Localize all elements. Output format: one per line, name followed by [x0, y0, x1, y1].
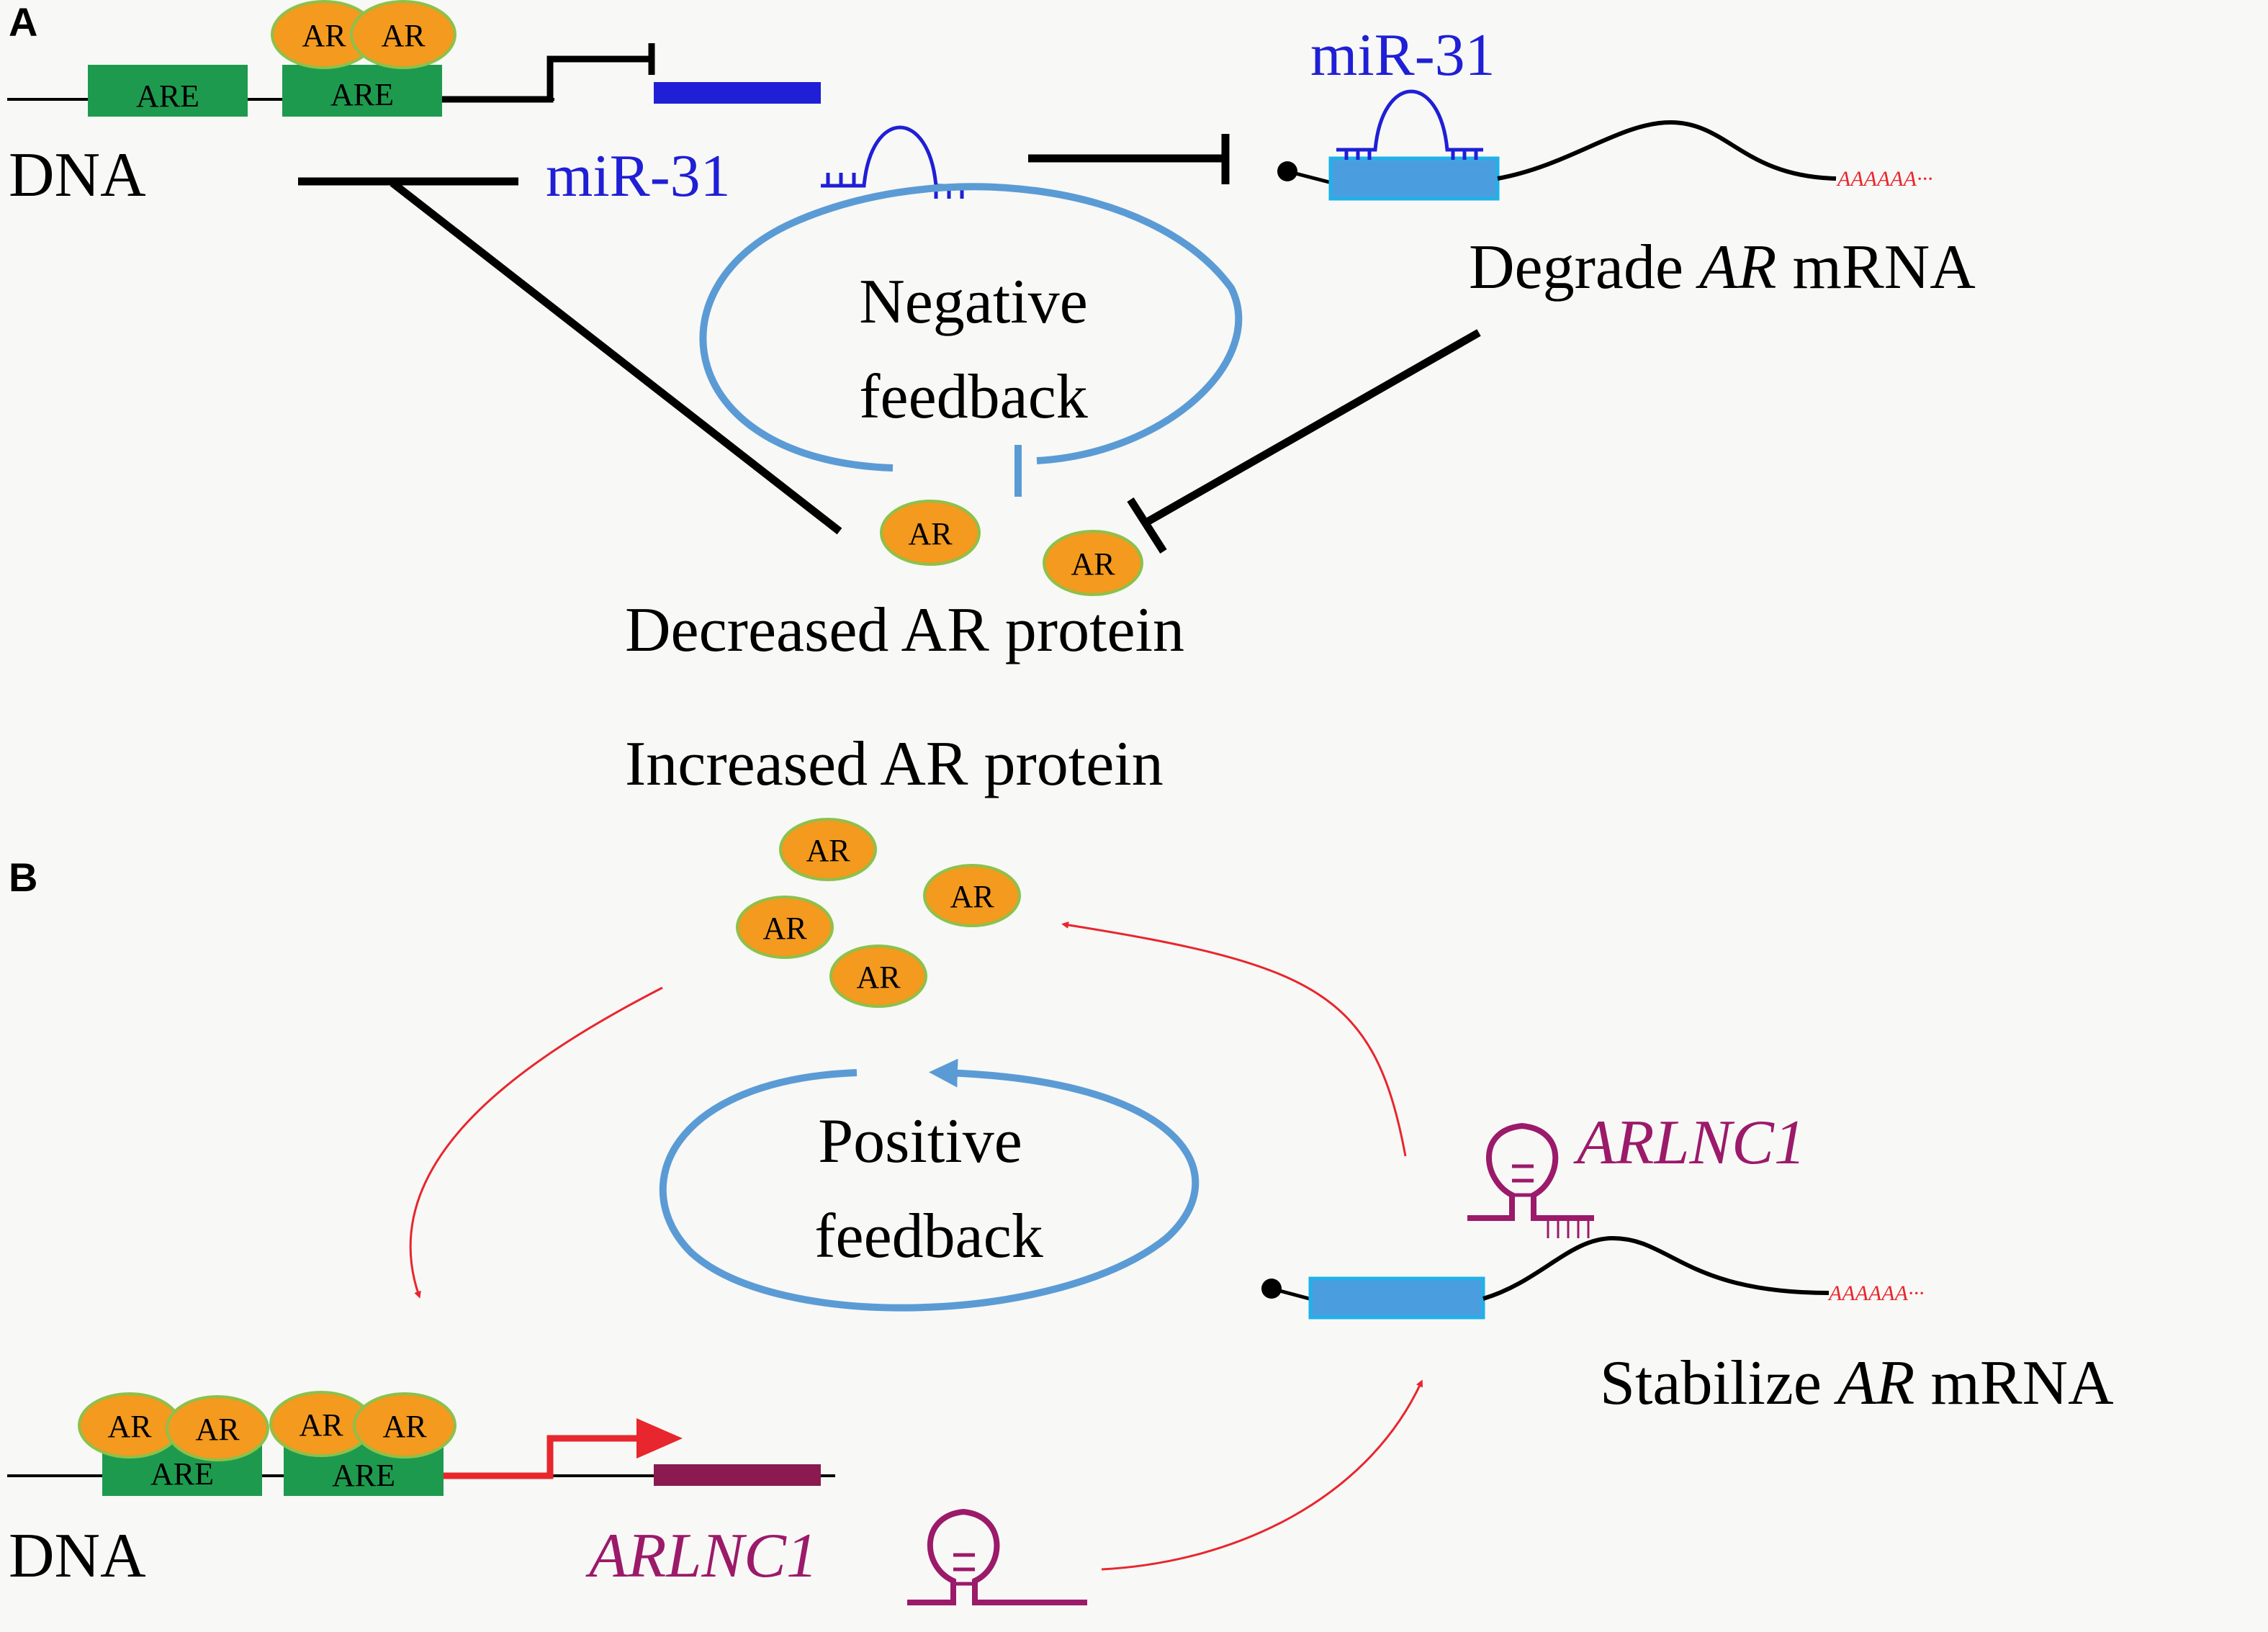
degrade-label: Degrade AR mRNA: [1469, 233, 1976, 302]
decreased-ar-protein-label: Decreased AR protein: [625, 595, 1184, 665]
panel-b-letter: B: [9, 855, 37, 900]
mir-31-gene: [654, 82, 821, 104]
ar-protein-b-dna2: AR: [166, 1395, 269, 1461]
arrow-lnc-to-mrna: [1101, 1379, 1423, 1571]
inhibit-line-protein: [1141, 329, 1481, 528]
panel-b: B Increased AR protein AR AR AR AR Posit…: [7, 729, 2114, 1605]
ar-label: AR: [908, 516, 953, 551]
arlnc1-bound-hairpin-icon: [1467, 1122, 1594, 1221]
negative-feedback-loop: [699, 183, 1243, 497]
arlnc1-gene: [654, 1464, 821, 1486]
ar-protein-a-top1: AR: [271, 0, 377, 69]
positive-feedback-loop: [659, 1058, 1200, 1312]
are-label-b1: ARE: [150, 1456, 214, 1492]
ar-mrna-b: AAAAAA···: [1261, 1235, 1924, 1320]
ar-protein-a2: AR: [1043, 530, 1143, 596]
ar-label: AR: [302, 18, 346, 53]
ar-label: AR: [950, 879, 994, 914]
mir-31-bound-hairpin-icon: [1336, 89, 1483, 160]
are-label-a1: ARE: [136, 78, 199, 114]
are-box-a2: ARE: [282, 65, 442, 117]
ar-protein-b-dna1: AR: [78, 1392, 181, 1459]
positive-feedback-line2: feedback: [814, 1202, 1043, 1271]
ar-label: AR: [762, 911, 807, 946]
panel-a-letter: A: [9, 0, 37, 45]
dna-label-a: DNA: [9, 140, 146, 210]
inhibit-line-diag: [390, 179, 842, 535]
promoter-active: [444, 1435, 639, 1479]
are-box-a1: ARE: [88, 65, 248, 117]
ar-label: AR: [856, 960, 901, 995]
are-label-b2: ARE: [332, 1458, 395, 1493]
dna-label-b: DNA: [9, 1521, 146, 1591]
ar-label: AR: [381, 18, 426, 53]
stabilize-label: Stabilize AR mRNA: [1600, 1348, 2114, 1418]
negative-feedback-line2: feedback: [859, 362, 1088, 432]
negative-feedback-line1: Negative: [859, 267, 1088, 337]
poly-a-tail-b: AAAAAA···: [1827, 1281, 1924, 1305]
ar-label: AR: [806, 833, 850, 868]
ar-protein-a-top2: AR: [350, 0, 456, 69]
ar-protein-a1: AR: [880, 500, 981, 566]
are-label-a2: ARE: [330, 77, 394, 112]
ar-label: AR: [299, 1407, 343, 1443]
mir-31-label: miR-31: [546, 143, 731, 209]
base-pairing-ticks: [1547, 1220, 1590, 1238]
ar-label: AR: [195, 1412, 240, 1447]
ar-label: AR: [107, 1409, 152, 1444]
positive-feedback-line1: Positive: [818, 1106, 1022, 1176]
ar-protein-b3: AR: [736, 896, 834, 959]
ar-label: AR: [1071, 546, 1115, 582]
arlnc1-bottom-label: ARLNC1: [585, 1521, 818, 1591]
ar-protein-b4: AR: [829, 945, 927, 1008]
arlnc1-hairpin-icon: [907, 1508, 1087, 1605]
promoter-arrowhead: [636, 1418, 683, 1459]
inhibit-bar-protein: [1127, 497, 1167, 554]
ar-mrna-a: AAAAAA···: [1277, 120, 1932, 201]
ar-protein-b2: AR: [923, 864, 1021, 927]
promoter-repressed: [442, 55, 652, 103]
ar-protein-b-dna4: AR: [353, 1392, 456, 1459]
increased-ar-protein-label: Increased AR protein: [625, 729, 1164, 799]
ar-label: AR: [382, 1409, 427, 1444]
poly-a-tail: AAAAAA···: [1836, 167, 1932, 191]
arrow-protein-to-dna: [409, 986, 663, 1299]
arlnc1-label: ARLNC1: [1573, 1108, 1806, 1178]
mir-31-top-label: miR-31: [1310, 22, 1495, 89]
ar-protein-b-dna3: AR: [269, 1391, 373, 1457]
panel-a: A ARE ARE AR AR DNA miR-31: [7, 0, 1976, 665]
ar-protein-b1: AR: [779, 818, 877, 881]
arrow-mrna-to-protein: [1061, 921, 1407, 1157]
